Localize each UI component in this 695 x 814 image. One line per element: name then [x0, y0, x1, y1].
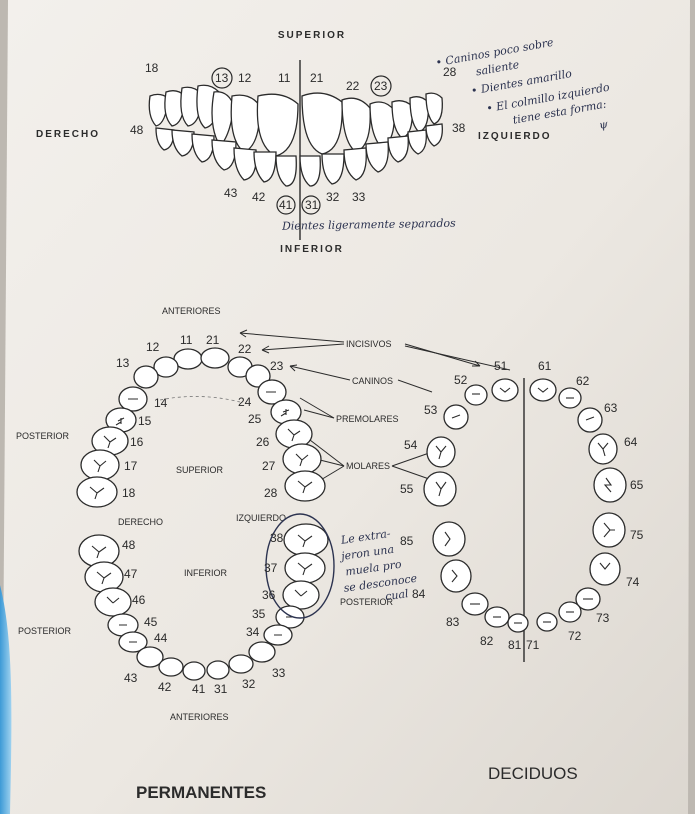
top-inferior-label: INFERIOR	[280, 244, 344, 255]
tooth-num-22: 22	[346, 79, 360, 93]
perm-num-21: 21	[206, 333, 220, 347]
dec-num-65: 65	[630, 478, 644, 492]
perm-num-25: 25	[248, 412, 262, 426]
dec-num-64: 64	[624, 435, 638, 449]
dec-num-54: 54	[404, 438, 418, 452]
top-superior-label: SUPERIOR	[278, 30, 346, 41]
perm-posterior-left-bottom: POSTERIOR	[18, 626, 72, 636]
perm-num-41: 41	[192, 682, 206, 696]
perm-num-31: 31	[214, 682, 228, 696]
perm-inferior-label: INFERIOR	[184, 568, 228, 578]
perm-num-16: 16	[130, 435, 144, 449]
dec-num-74: 74	[626, 575, 640, 589]
dec-num-53: 53	[424, 403, 438, 417]
tooth-num-18: 18	[145, 61, 159, 75]
perm-num-17: 17	[124, 459, 138, 473]
dec-num-72: 72	[568, 629, 582, 643]
dec-num-84: 84	[412, 587, 426, 601]
perm-num-18: 18	[122, 486, 136, 500]
perm-num-14: 14	[154, 396, 168, 410]
tooth-num-31: 31	[305, 198, 319, 212]
tooth-num-42: 42	[252, 190, 266, 204]
tooth-num-11: 11	[278, 71, 291, 85]
perm-derecho-label: DERECHO	[118, 517, 163, 527]
tooth-num-32: 32	[326, 190, 340, 204]
dec-num-62: 62	[576, 374, 590, 388]
dec-num-52: 52	[454, 373, 468, 387]
tooth-num-33: 33	[352, 190, 366, 204]
dec-num-75: 75	[630, 528, 644, 542]
dec-num-55: 55	[400, 482, 414, 496]
dec-num-81: 81	[508, 638, 522, 652]
perm-num-45: 45	[144, 615, 158, 629]
perm-num-42: 42	[158, 680, 172, 694]
dec-num-63: 63	[604, 401, 618, 415]
perm-num-33: 33	[272, 666, 286, 680]
perm-num-34: 34	[246, 625, 260, 639]
perm-num-37: 37	[264, 561, 278, 575]
perm-anteriores-bottom: ANTERIORES	[170, 712, 229, 722]
perm-num-12: 12	[146, 340, 160, 354]
dec-num-73: 73	[596, 611, 610, 625]
tooth-num-41: 41	[279, 198, 293, 212]
perm-num-43: 43	[124, 671, 138, 685]
perm-superior-label: SUPERIOR	[176, 465, 224, 475]
perm-izquierdo-label: IZQUIERDO	[236, 513, 286, 523]
perm-num-24: 24	[238, 395, 252, 409]
perm-num-35: 35	[252, 607, 266, 621]
permanentes-title: PERMANENTES	[136, 783, 266, 802]
perm-anteriores-top: ANTERIORES	[162, 306, 221, 316]
caninos-label: CANINOS	[352, 376, 393, 386]
perm-num-48: 48	[122, 538, 136, 552]
perm-num-13: 13	[116, 356, 130, 370]
perm-num-47: 47	[124, 567, 138, 581]
perm-num-36: 36	[262, 588, 276, 602]
perm-num-11: 11	[180, 333, 193, 347]
perm-num-23: 23	[270, 359, 284, 373]
incisivos-label: INCISIVOS	[346, 339, 392, 349]
premolares-label: PREMOLARES	[336, 414, 399, 424]
molares-label: MOLARES	[346, 461, 390, 471]
tooth-num-43: 43	[224, 186, 238, 200]
tooth-num-12: 12	[238, 71, 252, 85]
dec-num-61: 61	[538, 359, 552, 373]
dec-num-51: 51	[494, 359, 508, 373]
perm-posterior-left-top: POSTERIOR	[16, 431, 70, 441]
perm-num-28: 28	[264, 486, 278, 500]
top-izquierdo-label: IZQUIERDO	[478, 131, 552, 142]
perm-num-32: 32	[242, 677, 256, 691]
dec-num-85: 85	[400, 534, 414, 548]
perm-num-22: 22	[238, 342, 252, 356]
dec-num-83: 83	[446, 615, 460, 629]
tooth-num-21: 21	[310, 71, 324, 85]
perm-num-27: 27	[262, 459, 276, 473]
perm-num-44: 44	[154, 631, 168, 645]
tooth-num-48: 48	[130, 123, 144, 137]
perm-num-26: 26	[256, 435, 270, 449]
tooth-num-38: 38	[452, 121, 466, 135]
perm-num-46: 46	[132, 593, 146, 607]
top-derecho-label: DERECHO	[36, 129, 100, 140]
perm-num-15: 15	[138, 414, 152, 428]
dec-num-71: 71	[526, 638, 540, 652]
tooth-num-13: 13	[215, 71, 229, 85]
dec-num-82: 82	[480, 634, 494, 648]
deciduos-title: DECIDUOS	[488, 764, 578, 783]
tooth-num-23: 23	[374, 79, 388, 93]
perm-num-38: 38	[270, 531, 284, 545]
